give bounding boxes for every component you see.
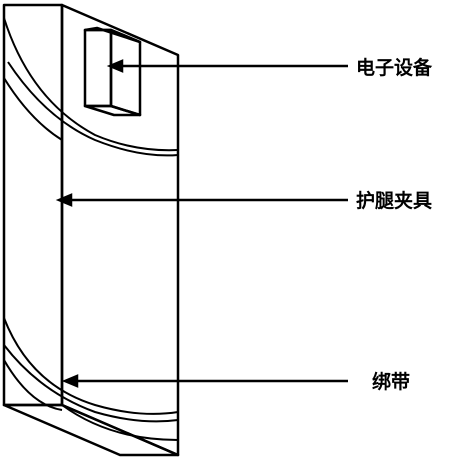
leg-guard-clamp-body bbox=[2, 3, 180, 457]
upper-curve-outer bbox=[3, 17, 179, 152]
strap-curves bbox=[3, 17, 179, 441]
device-arrowhead bbox=[106, 59, 124, 73]
upper-curve-inner bbox=[7, 61, 179, 157]
label-strap: 绑带 bbox=[372, 370, 410, 393]
leader-lines bbox=[55, 59, 348, 388]
bottom-curve bbox=[3, 359, 63, 411]
upper-curve-front bbox=[3, 77, 63, 141]
clamp-side-face bbox=[60, 3, 180, 457]
lower-curve-inner bbox=[3, 344, 179, 423]
device-bottom-face bbox=[83, 104, 142, 117]
clamp-arrowhead bbox=[55, 193, 73, 207]
label-leg-guard-clamp: 护腿夹具 bbox=[356, 189, 432, 212]
device-front-face bbox=[83, 28, 113, 108]
device-side-face bbox=[109, 28, 142, 117]
clamp-front-face bbox=[2, 3, 64, 407]
bottom-base-curve bbox=[61, 404, 179, 441]
clamp-bottom-face bbox=[2, 403, 180, 457]
electronic-device bbox=[83, 26, 142, 117]
label-electronic-device: 电子设备 bbox=[356, 56, 433, 79]
strap-arrowhead bbox=[61, 374, 79, 388]
lower-curve-outer bbox=[3, 317, 179, 415]
